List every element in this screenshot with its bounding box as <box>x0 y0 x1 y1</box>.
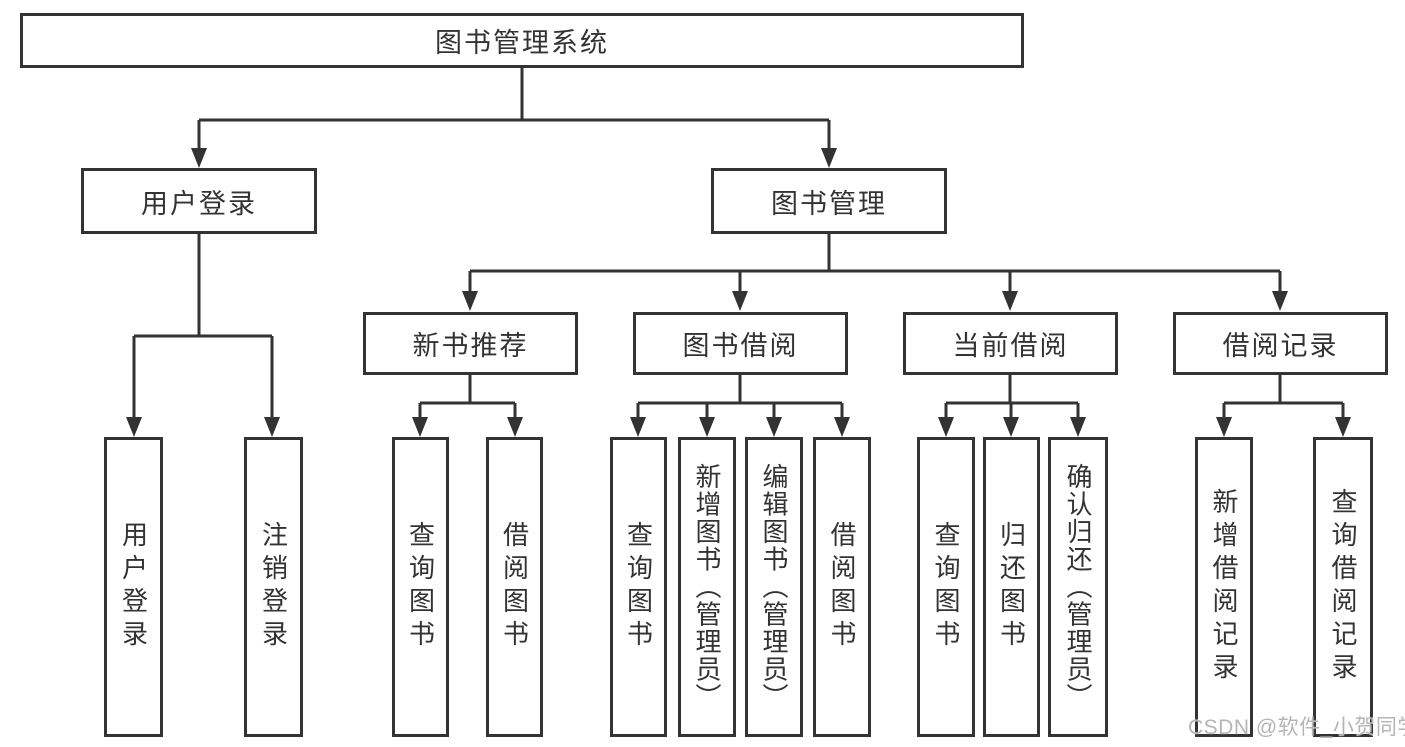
leaf-his-add-record: 新增借阅记录 <box>1195 437 1253 737</box>
node-user-login: 用户登录 <box>81 168 317 234</box>
node-new-book-recommend: 新书推荐 <box>363 312 578 375</box>
node-root-system: 图书管理系统 <box>20 13 1024 68</box>
node-current-borrowing: 当前借阅 <box>903 312 1118 375</box>
csdn-watermark: CSDN @软件_小贺同学 <box>1188 716 1405 739</box>
leaf-logout: 注销登录 <box>244 437 303 737</box>
leaf-rec-query-books: 查询图书 <box>392 437 449 737</box>
leaf-his-query-record: 查询借阅记录 <box>1313 437 1373 737</box>
node-borrow-records: 借阅记录 <box>1173 312 1388 375</box>
leaf-bor-query-books: 查询图书 <box>610 437 667 737</box>
leaf-rec-borrow-books: 借阅图书 <box>486 437 543 737</box>
leaf-cur-return-books: 归还图书 <box>983 437 1040 737</box>
leaf-cur-confirm-return-admin: 确认归还（管理员） <box>1048 437 1108 737</box>
leaf-cur-query-books: 查询图书 <box>917 437 975 737</box>
leaf-user-login: 用户登录 <box>104 437 163 737</box>
leaf-bor-add-books-admin: 新增图书（管理员） <box>678 437 736 737</box>
node-book-management: 图书管理 <box>711 168 947 234</box>
leaf-bor-borrow-books: 借阅图书 <box>813 437 871 737</box>
leaf-bor-edit-books-admin: 编辑图书（管理员） <box>745 437 803 737</box>
node-book-borrowing: 图书借阅 <box>633 312 848 375</box>
